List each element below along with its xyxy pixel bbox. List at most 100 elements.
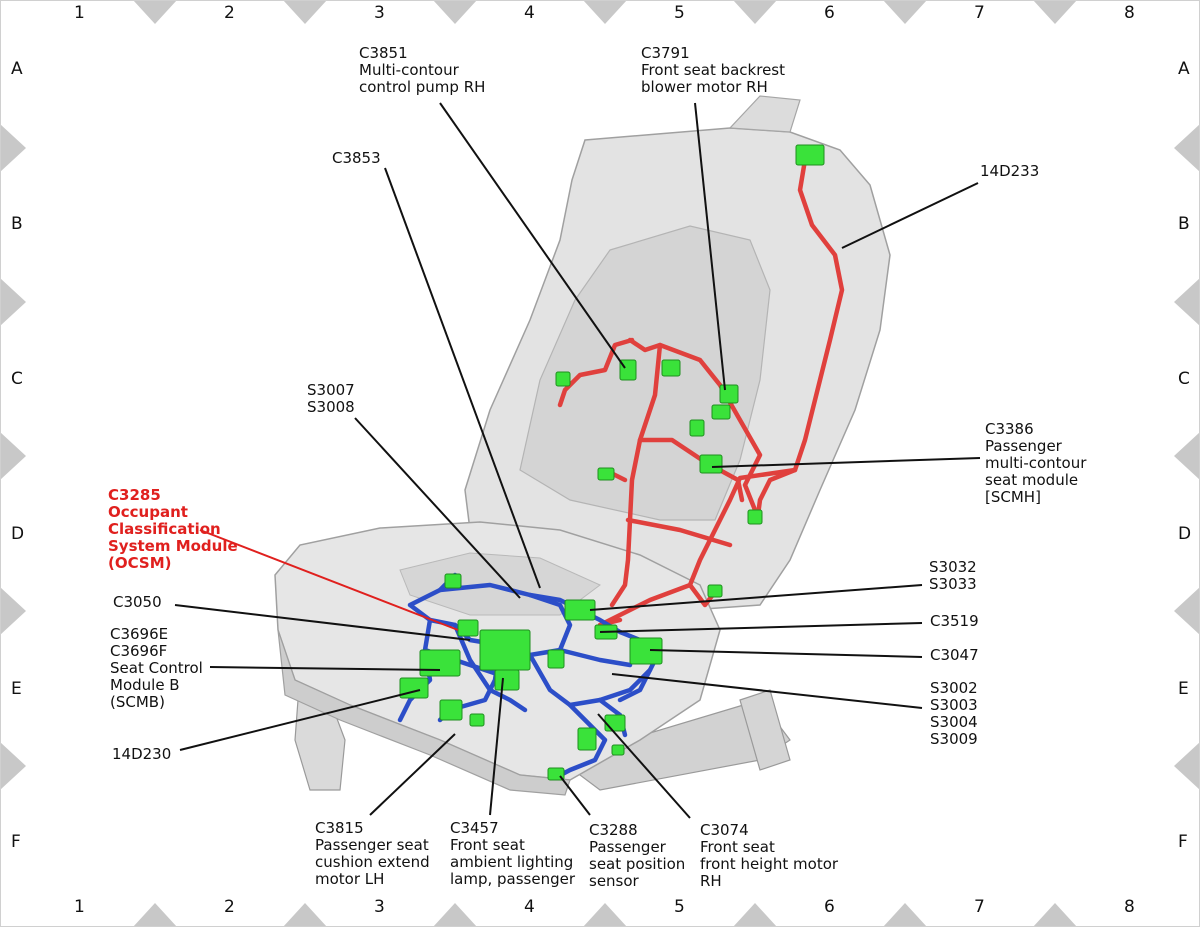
right-marker-1 — [1174, 278, 1200, 326]
grid-col-top-5: 5 — [674, 3, 685, 23]
grid-col-top-7: 7 — [974, 3, 985, 23]
callout-c3288-line-3: sensor — [589, 872, 639, 890]
connector-2 — [661, 359, 681, 377]
callout-c3285-line-3: System Module — [108, 537, 238, 555]
grid-col-top-4: 4 — [524, 3, 535, 23]
callout-c3791-line-2: blower motor RH — [641, 78, 768, 96]
connector-15 — [457, 619, 479, 637]
callout-s3007-line-0: S3007 — [307, 381, 355, 399]
callout-14d230-line-0: 14D230 — [112, 745, 172, 763]
connector-21 — [439, 699, 463, 721]
callout-s3002-line-1: S3003 — [930, 696, 978, 714]
connector-14 — [479, 629, 531, 671]
callout-c3696-line-4: (SCMB) — [110, 693, 165, 711]
connector-0 — [795, 144, 825, 166]
callout-c3696-line-2: Seat Control — [110, 659, 203, 677]
callout-c3074-line-2: front height motor — [700, 855, 839, 873]
grid-row-left-B: B — [11, 214, 23, 234]
callout-c3457-line-3: lamp, passenger — [450, 870, 576, 888]
right-marker-2 — [1174, 432, 1200, 480]
callout-c3851-line-0: C3851 — [359, 44, 408, 62]
right-marker-4 — [1174, 742, 1200, 790]
callout-c3386-line-3: seat module — [985, 471, 1079, 489]
callout-s3002-line-2: S3004 — [930, 713, 978, 731]
leader-14d230 — [179, 689, 421, 751]
callout-14d233: 14D233 — [980, 163, 1039, 180]
leader-c3696 — [209, 666, 441, 671]
leader-c3074 — [597, 713, 691, 819]
grid-col-bottom-4: 4 — [524, 897, 535, 917]
grid-col-top-8: 8 — [1124, 3, 1135, 23]
connectors — [399, 144, 825, 781]
callout-c3074-line-3: RH — [700, 872, 722, 890]
leader-s3032 — [589, 584, 923, 611]
top-marker-3 — [583, 0, 627, 24]
connector-9 — [747, 509, 763, 525]
callout-c3696-line-1: C3696F — [110, 642, 168, 660]
leader-14d233 — [841, 182, 979, 249]
callout-c3853: C3853 — [332, 150, 381, 167]
grid-col-top-3: 3 — [374, 3, 385, 23]
connector-16 — [419, 649, 461, 677]
connector-8 — [699, 454, 723, 474]
grid-row-right-B: B — [1178, 214, 1190, 234]
bottom-marker-3 — [583, 903, 627, 927]
callout-c3050-line-0: C3050 — [113, 593, 162, 611]
leader-s3007 — [354, 417, 521, 599]
callout-c3519-line-0: C3519 — [930, 612, 979, 630]
callout-c3050: C3050 — [113, 594, 162, 611]
bottom-marker-0 — [133, 903, 177, 927]
callout-s3032-line-0: S3032 — [929, 558, 977, 576]
grid-col-bottom-3: 3 — [374, 897, 385, 917]
leader-c3288 — [559, 775, 591, 816]
left-marker-1 — [0, 278, 26, 326]
callout-c3285-line-1: Occupant — [108, 503, 188, 521]
connector-3 — [719, 384, 739, 404]
grid-row-right-A: A — [1178, 59, 1190, 79]
grid-row-right-D: D — [1178, 524, 1192, 544]
callout-14d230: 14D230 — [112, 746, 171, 763]
grid-row-left-F: F — [11, 832, 21, 852]
bottom-marker-6 — [1033, 903, 1077, 927]
callout-c3074-line-0: C3074 — [700, 821, 749, 839]
callout-c3288-line-0: C3288 — [589, 821, 638, 839]
grid-col-top-2: 2 — [224, 3, 235, 23]
connector-26 — [611, 744, 625, 756]
callout-c3288-line-1: Passenger — [589, 838, 666, 856]
left-marker-2 — [0, 432, 26, 480]
bottom-marker-4 — [733, 903, 777, 927]
grid-col-bottom-1: 1 — [74, 897, 85, 917]
callout-c3457-line-2: ambient lighting — [450, 853, 574, 871]
bottom-marker-1 — [283, 903, 327, 927]
callout-c3285-line-4: (OCSM) — [108, 554, 172, 572]
connector-20 — [494, 669, 520, 691]
grid-col-bottom-6: 6 — [824, 897, 835, 917]
leader-c3815 — [369, 733, 456, 816]
left-marker-0 — [0, 124, 26, 172]
connector-18 — [444, 573, 462, 589]
grid-row-right-C: C — [1178, 369, 1190, 389]
leader-c3853 — [384, 167, 541, 589]
connector-22 — [469, 713, 485, 727]
callout-c3815-line-1: Passenger seat — [315, 836, 429, 854]
bottom-marker-2 — [433, 903, 477, 927]
callout-c3047: C3047 — [930, 647, 979, 664]
grid-row-right-E: E — [1178, 679, 1189, 699]
callout-c3853-line-0: C3853 — [332, 149, 381, 167]
connector-10 — [707, 584, 723, 598]
seat-backrest-panel — [519, 225, 771, 521]
grid-row-left-E: E — [11, 679, 22, 699]
callout-c3386-line-2: multi-contour — [985, 454, 1087, 472]
harness-backrest — [557, 157, 845, 628]
connector-6 — [555, 371, 571, 387]
callout-c3457-line-0: C3457 — [450, 819, 499, 837]
grid-row-left-D: D — [11, 524, 25, 544]
